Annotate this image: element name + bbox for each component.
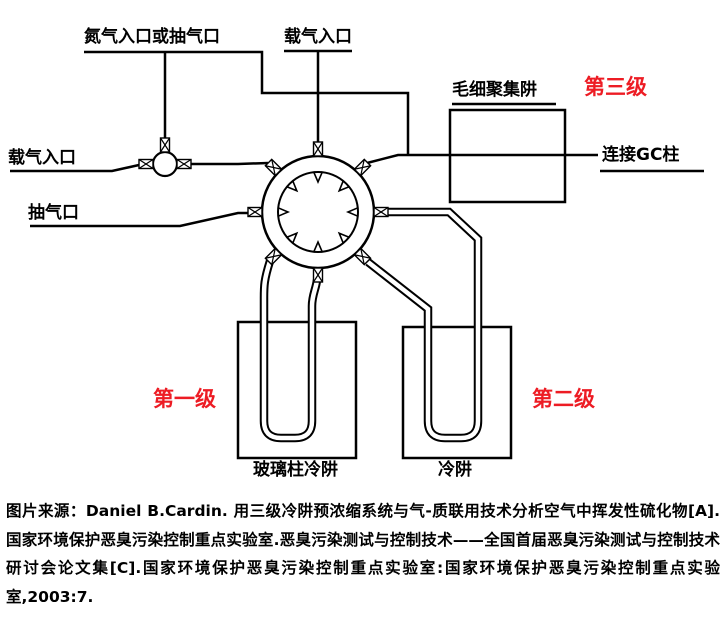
first-stage-u-tube-outline	[259, 259, 322, 443]
second-stage-trap-box	[401, 325, 513, 460]
nitrogen-inlet-label: 氮气入口或抽气口	[84, 27, 220, 47]
second-stage-u-tube-bore	[366, 209, 481, 441]
stage-two-label: 第二级	[532, 387, 595, 411]
valve-port-s-fitting	[312, 267, 324, 283]
pump-port-line	[30, 211, 248, 228]
tee-right-fitting	[176, 158, 192, 170]
trap-tubes	[259, 207, 483, 443]
carrier-gas-top-label: 载气入口	[284, 27, 352, 47]
second-stage-u-tube-outline	[365, 207, 483, 443]
figure-source-caption: 图片来源：Daniel B.Cardin. 用三级冷阱预浓缩系统与气-质联用技术…	[6, 502, 720, 607]
glass-column-trap-label: 玻璃柱冷阱	[253, 460, 338, 480]
first-stage-u-tube-bore	[261, 260, 320, 441]
valve-port-w-fitting	[247, 206, 263, 218]
valve-port-e-fitting	[373, 206, 389, 218]
nitrogen-purge-line	[84, 50, 410, 155]
tee-valve	[151, 150, 179, 178]
gc-column-label: 连接GC柱	[602, 145, 680, 165]
tee-to-valve-line	[191, 161, 269, 166]
stage-one-label: 第一级	[153, 387, 216, 411]
first-stage-trap-box	[236, 320, 358, 460]
capillary-trap-label: 毛细聚集阱	[452, 80, 537, 100]
carrier-left-line	[10, 163, 140, 173]
preconcentrator-diagram-canvas	[10, 49, 704, 460]
carrier-gas-left-label: 载气入口	[8, 148, 76, 168]
gc-column-line	[366, 153, 598, 165]
stage-three-label: 第三级	[584, 75, 647, 99]
pump-port-label: 抽气口	[28, 203, 79, 223]
cold-trap-label: 冷阱	[438, 460, 472, 480]
valve-port-n-fitting	[312, 141, 324, 157]
gas-lines	[10, 49, 704, 228]
tee-left-fitting	[138, 158, 154, 170]
tee-top-fitting	[159, 137, 171, 153]
rotary-valve-notches	[277, 171, 359, 253]
rotary-valve-rotor	[277, 171, 359, 253]
